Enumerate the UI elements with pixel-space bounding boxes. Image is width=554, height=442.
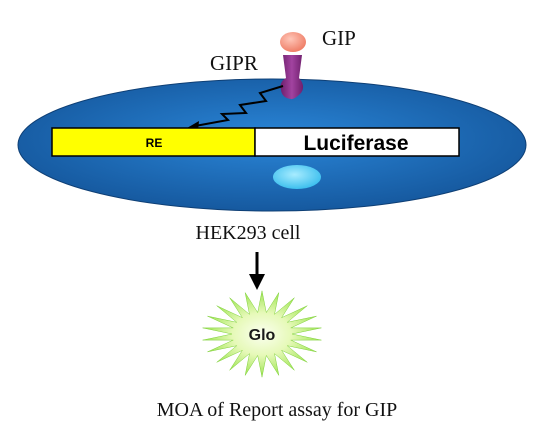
down-arrow-icon: [249, 252, 265, 290]
nucleus: [273, 165, 321, 189]
gipr-receptor-icon: [280, 55, 304, 100]
gip-label: GIP: [322, 26, 356, 50]
luciferase-label: Luciferase: [303, 132, 408, 155]
response-element-box: [51, 127, 256, 157]
gipr-label: GIPR: [210, 51, 258, 75]
response-element-label: RE: [146, 136, 163, 150]
gip-ligand-icon: [280, 32, 306, 52]
starburst-icon: [202, 290, 322, 378]
figure-caption: MOA of Report assay for GIP: [156, 399, 398, 421]
glo-label: Glo: [249, 327, 276, 344]
luciferase-box: [254, 127, 460, 157]
cell-line-label: HEK293 cell: [196, 222, 301, 244]
